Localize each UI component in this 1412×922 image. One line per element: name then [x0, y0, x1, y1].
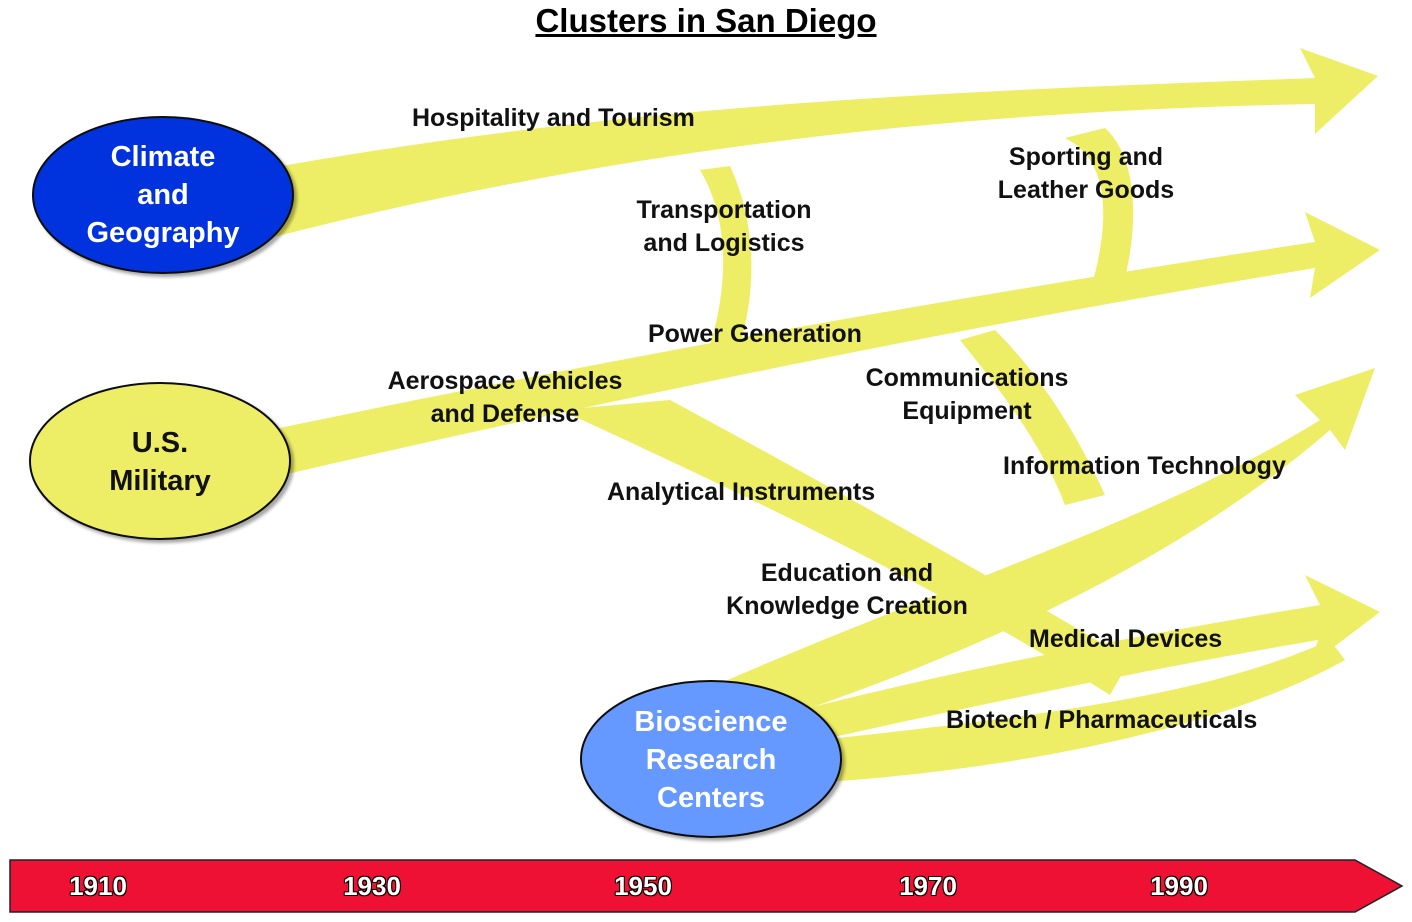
arrow-biotech	[820, 640, 1345, 782]
arrow-transportation	[700, 166, 752, 360]
node-bioscience-label: Bioscience Research Centers	[634, 706, 788, 814]
label-medical: Medical Devices	[1029, 625, 1223, 653]
timeline-year-1930: 1930	[343, 871, 401, 901]
arrow-power	[270, 212, 1380, 478]
label-analytical: Analytical Instruments	[607, 478, 876, 506]
node-climate	[32, 116, 294, 274]
timeline-year-1950: 1950	[614, 871, 672, 901]
arrow-communications	[960, 330, 1105, 505]
label-aerospace: Aerospace Vehicles and Defense	[387, 367, 623, 428]
page-title: Clusters in San Diego	[535, 2, 877, 39]
label-biotech: Biotech / Pharmaceuticals	[946, 706, 1258, 734]
node-military-label: U.S. Military	[109, 427, 211, 497]
label-sporting: Sporting and Leather Goods	[997, 143, 1175, 204]
label-transportation: Transportation and Logistics	[636, 196, 812, 257]
timeline-year-1910: 1910	[69, 871, 127, 901]
node-climate-label: Climate and Geography	[86, 141, 240, 249]
node-military	[29, 382, 291, 540]
arrow-hospitality	[270, 48, 1378, 238]
arrow-medical	[800, 575, 1380, 740]
arrow-information-technology	[705, 368, 1375, 715]
timeline-year-1970: 1970	[899, 871, 957, 901]
timeline-arrow	[9, 859, 1404, 913]
label-power: Power Generation	[648, 320, 862, 348]
timeline-year-1990: 1990	[1150, 871, 1208, 901]
arrow-sporting	[1065, 128, 1134, 285]
node-bioscience	[580, 680, 842, 838]
label-education: Education and Knowledge Creation	[726, 559, 968, 620]
label-communications: Communications Equipment	[865, 364, 1069, 425]
label-hospitality: Hospitality and Tourism	[412, 104, 695, 132]
label-information-technology: Information Technology	[1003, 452, 1286, 480]
